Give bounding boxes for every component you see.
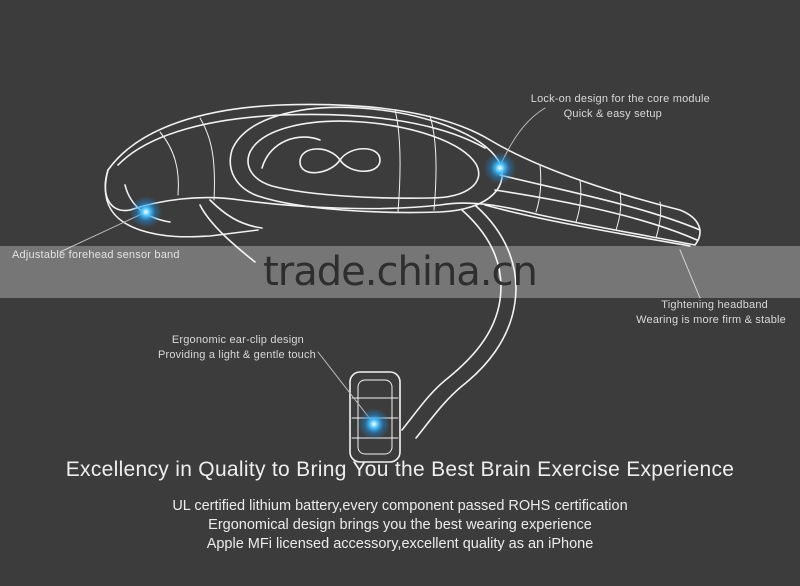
leader-headband — [679, 249, 701, 299]
callout-earclip: Ergonomic ear-clip design Providing a li… — [120, 333, 316, 363]
sensor-glow-earclip — [358, 408, 390, 440]
logo-infinity — [299, 147, 381, 174]
ear-wire — [401, 209, 502, 431]
ear-clip — [349, 371, 401, 463]
callout-forehead: Adjustable forehead sensor band — [12, 248, 180, 263]
callout-headband: Tightening headband Wearing is more firm… — [560, 298, 786, 328]
callout-core-title: Lock-on design for the core module — [530, 93, 710, 105]
sensor-glow-forehead — [130, 196, 162, 228]
callout-core-module: Lock-on design for the core module Quick… — [470, 92, 710, 122]
callout-headband-subtitle: Wearing is more firm & stable — [636, 314, 786, 326]
feature-line-1: UL certified lithium battery,every compo… — [172, 498, 628, 514]
callout-core-subtitle: Quick & easy setup — [563, 108, 662, 120]
callout-headband-title: Tightening headband — [661, 299, 768, 311]
callout-earclip-subtitle: Providing a light & gentle touch — [157, 349, 316, 361]
callout-forehead-title: Adjustable forehead sensor band — [12, 249, 180, 261]
headband-outer — [104, 103, 701, 246]
watermark-band — [0, 246, 800, 298]
callout-earclip-title: Ergonomic ear-clip design — [171, 334, 304, 346]
sensor-glow-core — [484, 152, 516, 184]
watermark-text: trade.china.cn — [263, 249, 538, 295]
headline: Excellency in Quality to Bring You the B… — [65, 458, 735, 481]
core-module-outline — [229, 106, 503, 214]
feature-line-2: Ergonomical design brings you the best w… — [208, 517, 592, 533]
forehead-band — [104, 169, 259, 238]
feature-line-3: Apple MFi licensed accessory,excellent q… — [206, 536, 594, 552]
